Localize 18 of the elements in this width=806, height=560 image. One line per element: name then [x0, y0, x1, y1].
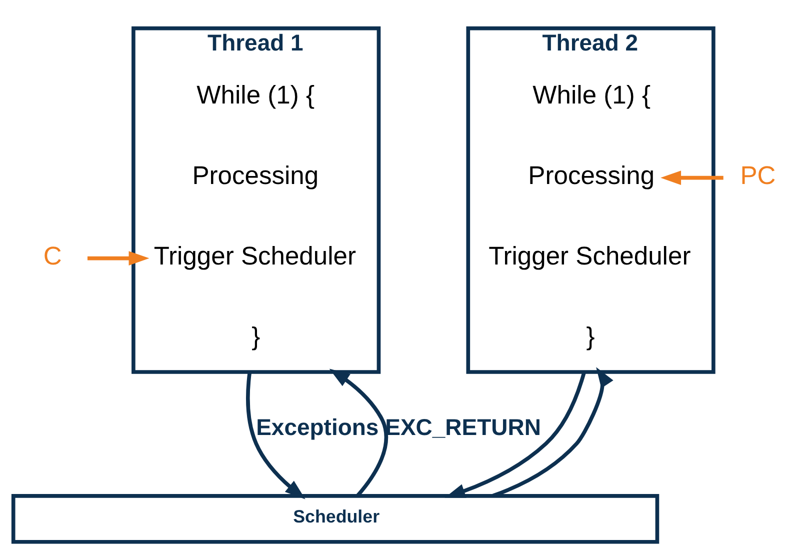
node-text: While (1) {: [532, 82, 651, 110]
node-box: Scheduler: [11, 494, 660, 544]
node-text: PC: [740, 162, 776, 190]
arrow: [87, 251, 150, 266]
edge-label: EXC_RETURN: [385, 414, 541, 440]
node-text: C: [43, 242, 62, 271]
node-text: }: [586, 323, 595, 352]
node-text: While (1) {: [196, 82, 315, 110]
node-text: Trigger Scheduler: [154, 242, 356, 271]
arrow: [444, 371, 586, 498]
node-text: Processing: [192, 162, 319, 190]
arrow: [660, 170, 724, 185]
node-text: Trigger Scheduler: [488, 242, 691, 271]
node-text: }: [252, 323, 260, 352]
arrow: [492, 367, 614, 498]
edge-label: Exceptions: [256, 414, 379, 440]
node-text: Processing: [528, 162, 655, 190]
arrow: [246, 372, 306, 500]
